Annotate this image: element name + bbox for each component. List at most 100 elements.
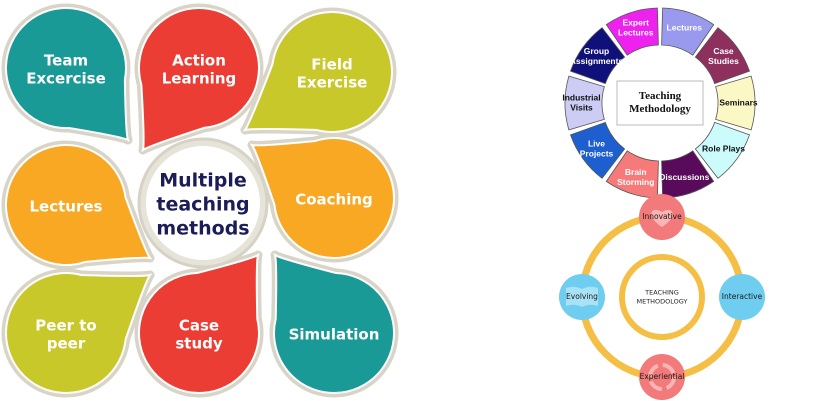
petal-label-line: study	[175, 335, 223, 353]
petal-shape	[242, 11, 393, 133]
petal-label-line: Excercise	[26, 70, 106, 88]
ring-node-label: Evolving	[566, 292, 598, 301]
petal-label-line: Learning	[162, 70, 237, 88]
petal-label-line: Simulation	[289, 326, 380, 344]
wheel-segment-label-line: Group	[584, 46, 610, 56]
ring-node-circle	[719, 274, 765, 320]
inner-ring	[619, 254, 705, 340]
wheel-center-title-line: Teaching	[639, 90, 682, 102]
petal-label: Simulation	[289, 326, 380, 344]
wheel-segment-label-line: Brain	[625, 167, 647, 177]
wheel-segment-label-line: Case	[713, 46, 734, 56]
ring-node-circle	[639, 354, 685, 400]
petal-label-line: Peer to	[35, 317, 96, 335]
wheel-segment-label-line: Storming	[617, 177, 654, 187]
wheel-segment-label-line: Projects	[580, 148, 614, 158]
wheel-segment-shape	[694, 121, 751, 179]
petal-label: Lectures	[30, 198, 103, 216]
wheel-segment-label-line: Assignments	[570, 56, 624, 66]
wheel-segment: Role Plays	[694, 121, 751, 179]
petal-shape	[249, 137, 395, 259]
ring-node-label: Experiential	[640, 372, 685, 381]
petal-shape	[138, 7, 260, 153]
wheel-segment-shape	[694, 27, 751, 85]
wheel-segment-shape	[605, 7, 659, 56]
open-book-icon	[566, 286, 598, 307]
wheel-segment-shape	[715, 75, 756, 131]
petal-label-line: peer	[47, 335, 86, 353]
petal-label-line: Field	[311, 56, 352, 74]
wheel-segment-label-line: Seminars	[719, 97, 758, 107]
wheel-segment: Seminars	[715, 75, 758, 131]
wheel-segment-label-line: Lectures	[667, 23, 703, 33]
wheel-segment-label-line: Industrial	[562, 92, 600, 102]
center-title-line: methods	[156, 218, 249, 240]
wheel-segment-shape	[564, 75, 605, 131]
ring-node: Innovative	[639, 194, 685, 240]
wheel-segment-shape	[661, 150, 715, 199]
wheel-segment-label: Seminars	[719, 97, 758, 107]
petal-shape	[5, 272, 153, 394]
outer-ring	[578, 213, 746, 381]
petal-label-line: Action	[172, 52, 226, 70]
heart-icon	[651, 209, 673, 227]
wheel-segment-label: Discussions	[659, 172, 709, 182]
wheel-segment-label-line: Expert	[623, 18, 650, 28]
ring-node-label: Innovative	[642, 212, 682, 221]
petal-label-line: Team	[44, 52, 88, 70]
wheel-center-title-line: Methodology	[629, 103, 691, 115]
center-hub-circle	[146, 146, 260, 260]
petal-label: Coaching	[295, 191, 373, 209]
petal-label-line: Coaching	[295, 191, 373, 209]
method-petal: Coaching	[247, 133, 399, 263]
cycle-arrows-icon	[648, 363, 676, 391]
petal-label-line: Lectures	[30, 198, 103, 216]
petal-shape	[138, 252, 260, 394]
ring-node: Experiential	[639, 354, 685, 400]
wheel-segment-shape	[569, 27, 626, 85]
method-petal: Lectures	[1, 140, 155, 270]
ring-node-circle	[559, 274, 605, 320]
wheel-segment-label-line: Role Plays	[702, 143, 745, 153]
center-title-line: Multiple	[159, 170, 247, 192]
wheel-segment-label-line: Live	[588, 138, 605, 148]
wheel-segment-label: Lectures	[667, 23, 703, 33]
petal-label-line: Case	[179, 317, 219, 335]
wheel-segment-shape	[661, 7, 715, 56]
ring-node-circle	[639, 194, 685, 240]
petal-shape	[5, 144, 153, 266]
wheel-segment: Discussions	[659, 150, 715, 199]
wheel-segment-label: Role Plays	[702, 143, 745, 153]
wheel-segment-shape	[569, 121, 626, 179]
ring-node: Evolving	[559, 274, 605, 320]
method-petal: Simulation	[269, 250, 399, 398]
wheel-segment-shape	[605, 150, 659, 199]
center-title-line: teaching	[156, 194, 249, 216]
ring-node: Interactive	[719, 274, 765, 320]
petal-label-line: Exercise	[297, 74, 368, 92]
